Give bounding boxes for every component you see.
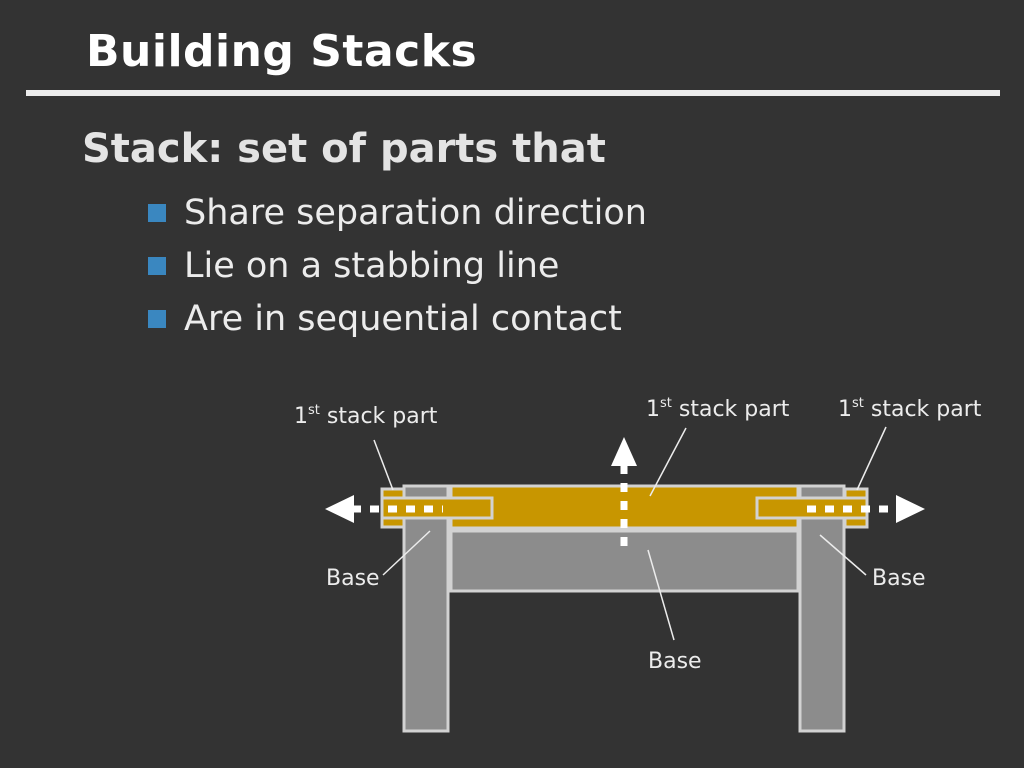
- leader-line: [649, 427, 687, 497]
- bullet-item: Are in sequential contact: [148, 292, 647, 345]
- leader-line: [373, 439, 394, 491]
- slide-heading: Stack: set of parts that: [82, 126, 606, 172]
- label-base-right: Base: [872, 566, 926, 591]
- bullet-square-icon: [148, 309, 166, 328]
- left-leg-base: [402, 484, 450, 733]
- right-leg-base: [798, 484, 846, 733]
- label-stack-part-center: 1st stack part: [646, 396, 790, 422]
- label-base-center: Base: [648, 649, 702, 674]
- bullet-item: Share separation direction: [148, 186, 647, 239]
- right-separation-arrow-icon: [807, 495, 925, 523]
- title-divider: [26, 90, 1000, 96]
- slide-title: Building Stacks: [86, 26, 478, 77]
- bullet-text: Share separation direction: [184, 192, 647, 233]
- label-stack-part-left: 1st stack part: [294, 403, 438, 429]
- left-separation-arrow-icon: [325, 495, 443, 523]
- label-stack-part-right: 1st stack part: [838, 396, 982, 422]
- bullet-text: Are in sequential contact: [184, 298, 622, 339]
- leader-line: [647, 549, 675, 641]
- up-separation-arrow-icon: [611, 437, 637, 552]
- leader-line: [856, 426, 887, 491]
- left-pin-stack-part: [380, 496, 494, 520]
- bullet-item: Lie on a stabbing line: [148, 239, 647, 292]
- bullet-square-icon: [148, 256, 166, 275]
- bullet-text: Lie on a stabbing line: [184, 245, 560, 286]
- bullet-square-icon: [148, 203, 166, 222]
- leader-line: [382, 530, 431, 576]
- label-base-left: Base: [326, 566, 380, 591]
- leader-line: [819, 534, 867, 576]
- bullet-list: Share separation direction Lie on a stab…: [148, 186, 647, 345]
